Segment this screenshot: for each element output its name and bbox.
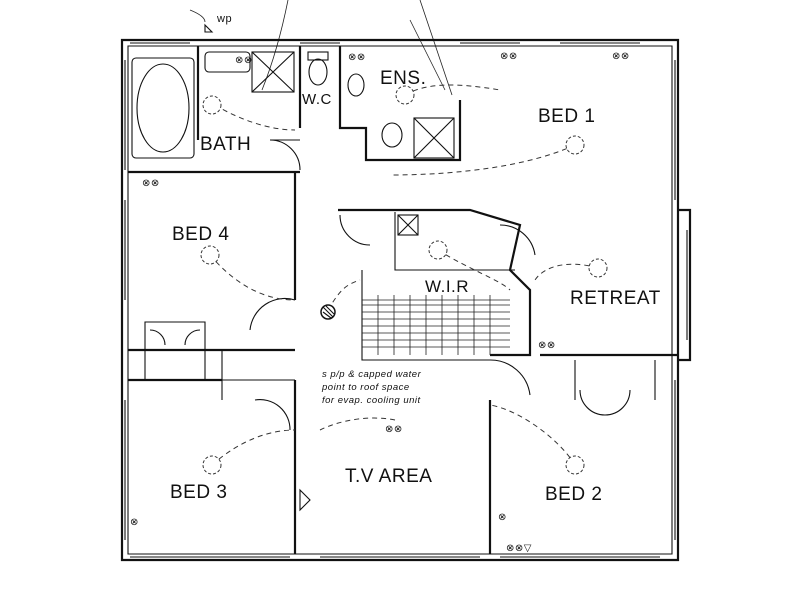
note-line-1: s p/p & capped water [322, 369, 422, 380]
svg-text:⊗⊗: ⊗⊗ [385, 424, 403, 435]
svg-text:⊗⊗: ⊗⊗ [612, 51, 630, 62]
room-label-bed2: BED 2 [545, 484, 602, 505]
svg-text:⊗⊗▽: ⊗⊗▽ [506, 543, 532, 554]
outer-walls [120, 38, 692, 562]
room-label-bed1: BED 1 [538, 106, 595, 127]
svg-text:⊗: ⊗ [130, 517, 139, 528]
svg-text:⊗⊗: ⊗⊗ [348, 52, 366, 63]
note-line-2: point to roof space [321, 382, 410, 393]
svg-text:⊗: ⊗ [498, 512, 507, 523]
room-label-bed4: BED 4 [172, 224, 229, 245]
room-label-wir: W.I.R [425, 277, 469, 296]
annotation-wp: wp [216, 13, 232, 25]
room-label-wc: W.C [302, 91, 332, 108]
light-wiring [209, 84, 599, 466]
room-label-retreat: RETREAT [570, 288, 661, 309]
room-label-bed3: BED 3 [170, 482, 227, 503]
interior-walls [128, 46, 678, 554]
ceiling-lights [200, 85, 608, 475]
room-label-ens: ENS. [380, 68, 426, 89]
svg-text:⊗⊗: ⊗⊗ [235, 55, 253, 66]
svg-text:⊗⊗: ⊗⊗ [538, 340, 556, 351]
svg-text:⊗⊗: ⊗⊗ [142, 178, 160, 189]
door-swings [149, 139, 631, 431]
room-label-tv-area: T.V AREA [345, 466, 432, 487]
fixtures [131, 51, 455, 236]
power-points: ⊗⊗ ⊗⊗ ⊗⊗ ⊗⊗ ⊗⊗ ⊗⊗ ⊗ ⊗ ⊗⊗▽ ⊗⊗ [130, 23, 630, 554]
note-line-3: for evap. cooling unit [322, 395, 421, 406]
room-label-bath: BATH [200, 134, 251, 155]
stair-treads [362, 295, 510, 355]
svg-text:⊗⊗: ⊗⊗ [500, 51, 518, 62]
